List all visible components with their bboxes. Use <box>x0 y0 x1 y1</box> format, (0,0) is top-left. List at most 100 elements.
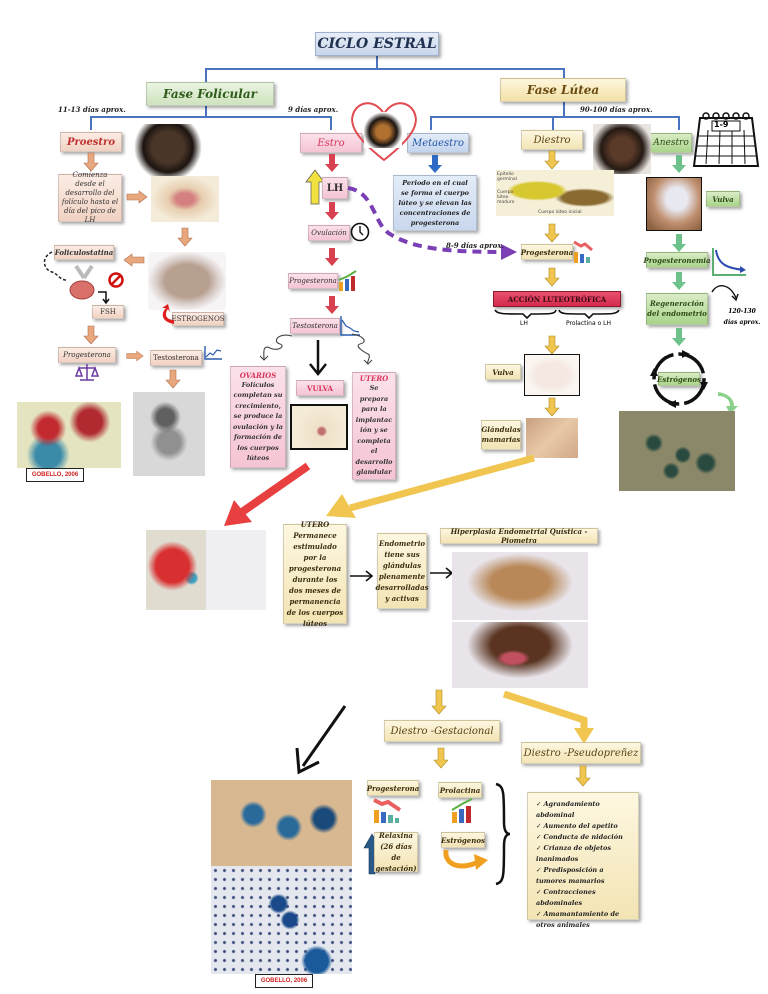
estrogenos-label: ESTROGENOS <box>172 312 224 326</box>
connector <box>563 100 565 118</box>
prolactina-label: Prolactina <box>438 782 482 798</box>
pituitary-icon <box>69 264 95 300</box>
connector <box>90 116 330 118</box>
arrow-down-icon <box>672 272 686 290</box>
stage-metaestro: Metaestro <box>407 133 469 153</box>
dog-photo-top <box>452 552 588 620</box>
list-item: Crianza de objetos inanimados <box>536 843 632 865</box>
stage-diestro: Diestro <box>521 130 583 150</box>
estrogenos-label-anestro: Estrógenos <box>657 372 701 386</box>
arrow-right-black-icon <box>350 570 374 582</box>
dashed-arrow-icon <box>347 186 517 260</box>
utero-box-estro: UTERO Se prepara para la implantación y … <box>352 372 396 480</box>
cytology-photo-anestro <box>619 411 735 491</box>
progesterona-label-estro: Progesterona <box>288 273 338 289</box>
arrow-down-icon <box>672 234 686 252</box>
arrow-down-icon <box>672 155 686 173</box>
arrow-down-icon <box>325 202 339 220</box>
diagram-title: CICLO ESTRAL <box>315 32 439 56</box>
duration-anestro: 120-130 días aprox. <box>723 308 761 326</box>
arrow-down-icon <box>544 397 560 417</box>
arrow-down-icon <box>575 765 591 787</box>
duration-luteal: 90-100 días aprox. <box>580 105 653 114</box>
arrow-right-icon <box>126 190 148 204</box>
connector <box>552 116 554 130</box>
arrow-right-icon <box>126 350 144 362</box>
vulva-diagram-diestro <box>524 354 580 396</box>
arrow-right-black-icon <box>430 567 454 579</box>
arrow-down-icon <box>177 227 193 247</box>
curved-arrow-orange-icon <box>443 849 488 870</box>
vulva-photo-anestro <box>646 177 702 231</box>
no-sign-icon <box>108 272 124 288</box>
stage-proestro: Proestro <box>60 132 122 152</box>
vulva-photo-proestro <box>151 176 219 222</box>
ovarios-text: Folículos completan su crecimiento, se p… <box>233 380 283 463</box>
utero-text-middle: Permanece estimulado por la progesterona… <box>286 531 344 628</box>
list-item: Contracciones abdominales <box>536 887 632 909</box>
red-arrow-icon <box>224 462 311 526</box>
calendar-icon <box>692 112 760 167</box>
rottweiler-photo <box>133 124 203 176</box>
arrow-down-icon <box>433 747 449 769</box>
cytology-photo-grayscale <box>133 392 205 476</box>
diestro-pseudoprenez: Diestro -Pseudopreñez <box>521 742 641 764</box>
scale-icon <box>74 364 100 381</box>
cycle-arrows-icon <box>650 350 708 408</box>
testosterona-label-estro: Testosterona <box>290 318 340 334</box>
endometrio-box: Endometrio tiene sus glándulas plenament… <box>375 533 429 609</box>
diagram-label-maduro: Cuerpo lúteo maduro <box>497 190 515 205</box>
progesterona-label-gestacional: Progesterona <box>367 780 419 796</box>
step-arrow-icon <box>98 291 110 305</box>
dog-photo-pyometra <box>452 622 588 688</box>
rottweiler-heart-photo <box>364 112 402 148</box>
list-item: Aumento del apetito <box>536 821 632 832</box>
ovarios-title: OVARIOS <box>239 370 277 380</box>
connector <box>205 68 207 82</box>
chart-decline-icon <box>712 248 746 276</box>
mammary-photo <box>526 418 578 458</box>
lh-label-brace: LH <box>520 320 528 327</box>
rottweiler-luteal-photo <box>593 124 651 174</box>
testosterona-label-proestro: Testosterona <box>150 350 202 366</box>
foliculostatina-label: Foliculostatina <box>54 245 114 260</box>
connector <box>205 68 565 70</box>
arrow-down-icon <box>83 152 99 172</box>
connector <box>430 116 432 130</box>
progesterona-label-proestro: Progesterona <box>58 347 116 363</box>
accion-luteotrofica: ACCIÓN LUTEOTRÓFICA <box>493 291 621 307</box>
duration-follicular: 11-13 días aprox. <box>58 105 126 114</box>
connector <box>205 106 207 116</box>
arrow-down-icon <box>544 335 560 355</box>
vulva-label-diestro: Vulva <box>485 364 521 380</box>
arrow-down-icon <box>325 248 339 266</box>
connector <box>90 116 92 130</box>
phase-follicular: Fase Folicular <box>146 82 274 106</box>
utero-box-middle: UTERO Permanece estimulado por la proges… <box>283 520 347 628</box>
bent-arrow-icon <box>502 690 594 744</box>
arrow-down-icon <box>83 325 99 345</box>
cytology-photo-red-blue <box>17 402 121 468</box>
credit-label: GOBELLO, 2006 <box>26 468 84 482</box>
arrow-down-icon <box>165 369 181 389</box>
duration-lh-progesterone: 8-9 días aprox. <box>446 241 504 250</box>
utero-title-estro: UTERO <box>359 374 389 384</box>
spiral-arrow-icon <box>351 333 373 365</box>
pseudo-signs-box: Agrandamiento abdominal Aumento del apet… <box>527 792 639 929</box>
hiperplasia-label: Hiperplasia Endometrial Quística - Piome… <box>440 527 598 545</box>
glandulas-label: Glándulas mamarias <box>481 420 521 450</box>
clock-icon <box>350 222 370 242</box>
arrow-down-icon <box>428 155 442 173</box>
diagram-label-epitelio: Epitelio germinal <box>497 172 517 182</box>
vulva-label-anestro: Vulva <box>706 191 740 207</box>
metaestro-description: Periodo en el cual se forma el cuerpo lú… <box>393 175 477 231</box>
list-item: Amamantamiento de otros animales <box>536 909 632 931</box>
phase-luteal: Fase Lútea <box>500 78 626 102</box>
lh-label: LH <box>322 177 348 199</box>
connector <box>330 116 332 130</box>
connector <box>678 116 680 130</box>
utero-text-estro: Se prepara para la implantación y se com… <box>355 384 393 477</box>
list-item: Predisposición a tumores mamarios <box>536 865 632 887</box>
proestro-description: Comienza desde el desarrollo del folícul… <box>58 171 122 224</box>
bar-chart-down-icon <box>373 798 402 823</box>
